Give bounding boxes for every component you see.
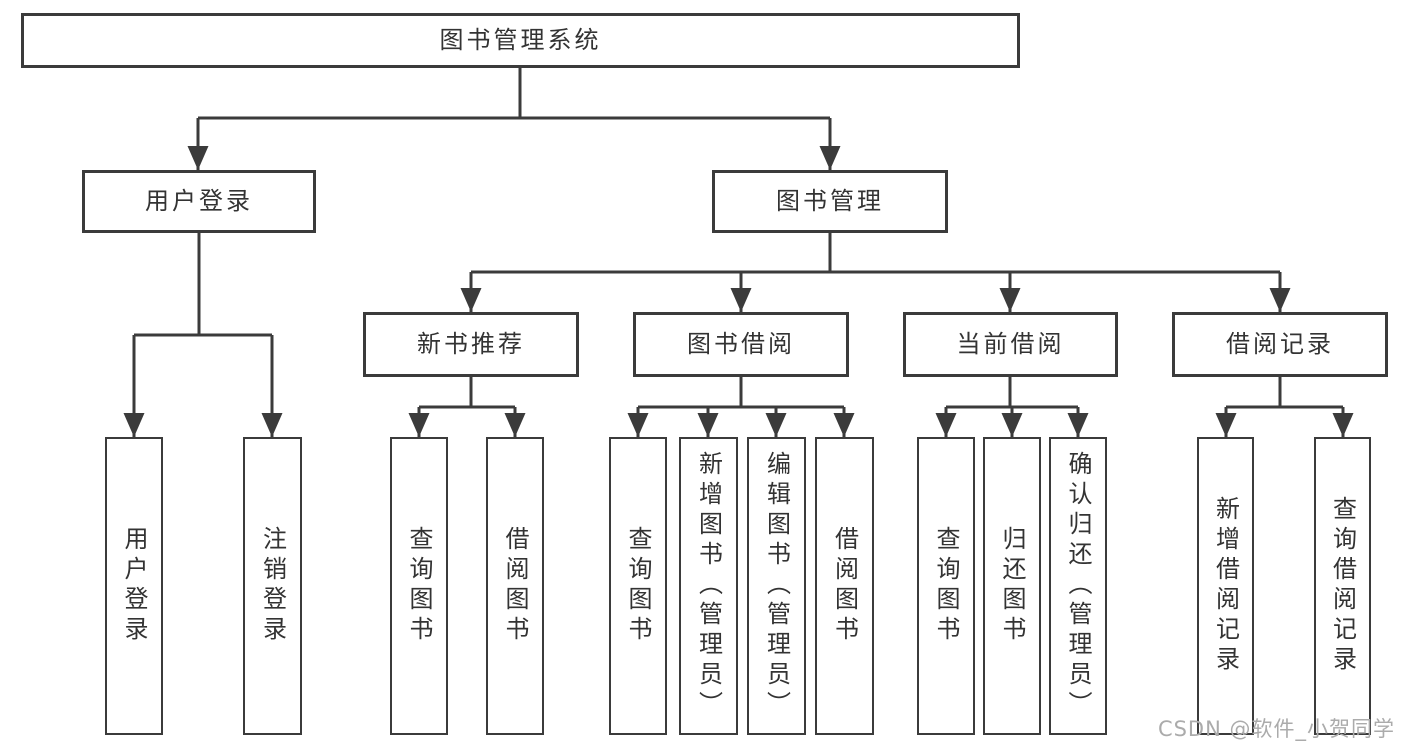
leaf-query-books-current: 查询图书 <box>917 437 975 735</box>
leaf-label: 借阅图书 <box>501 526 529 646</box>
leaf-label: 查询图书 <box>405 526 433 646</box>
leaf-query-borrow-record: 查询借阅记录 <box>1314 437 1371 735</box>
leaf-label: 借阅图书 <box>830 526 859 646</box>
node-user-login: 用户登录 <box>82 170 316 233</box>
node-current-borrowing: 当前借阅 <box>903 312 1118 377</box>
node-label: 当前借阅 <box>956 330 1065 359</box>
leaf-add-book-admin: 新增图书（管理员） <box>679 437 738 735</box>
leaf-borrow-books-recommend: 借阅图书 <box>486 437 544 735</box>
leaf-label: 归还图书 <box>998 526 1026 646</box>
leaf-label: 查询借阅记录 <box>1328 496 1357 676</box>
leaf-add-borrow-record: 新增借阅记录 <box>1197 437 1254 735</box>
leaf-edit-book-admin: 编辑图书（管理员） <box>747 437 806 735</box>
leaf-label: 确认归还（管理员） <box>1064 451 1092 721</box>
leaf-label: 编辑图书（管理员） <box>762 451 791 721</box>
leaf-logout: 注销登录 <box>243 437 302 735</box>
node-new-book-recommend: 新书推荐 <box>363 312 579 377</box>
leaf-query-books-borrowing: 查询图书 <box>609 437 667 735</box>
node-label: 图书借阅 <box>687 330 795 359</box>
leaf-label: 新增借阅记录 <box>1211 496 1240 676</box>
leaf-user-login: 用户登录 <box>105 437 163 735</box>
leaf-borrow-books-borrowing: 借阅图书 <box>815 437 874 735</box>
node-book-borrowing: 图书借阅 <box>633 312 849 377</box>
node-label: 新书推荐 <box>417 330 525 359</box>
leaf-query-books-recommend: 查询图书 <box>390 437 448 735</box>
leaf-label: 注销登录 <box>258 526 287 646</box>
node-label: 借阅记录 <box>1226 330 1334 359</box>
leaf-label: 用户登录 <box>120 526 148 646</box>
csdn-watermark: CSDN @软件_小贺同学 <box>1157 717 1395 741</box>
leaf-confirm-return-admin: 确认归还（管理员） <box>1049 437 1107 735</box>
node-label: 图书管理系统 <box>439 26 602 55</box>
node-book-management: 图书管理 <box>712 170 948 233</box>
node-label: 用户登录 <box>145 187 253 216</box>
leaf-return-books: 归还图书 <box>983 437 1041 735</box>
node-label: 图书管理 <box>776 187 884 216</box>
node-library-management-system: 图书管理系统 <box>21 13 1020 68</box>
leaf-label: 查询图书 <box>932 526 960 646</box>
leaf-label: 新增图书（管理员） <box>694 451 723 721</box>
node-borrow-records: 借阅记录 <box>1172 312 1388 377</box>
leaf-label: 查询图书 <box>624 526 652 646</box>
